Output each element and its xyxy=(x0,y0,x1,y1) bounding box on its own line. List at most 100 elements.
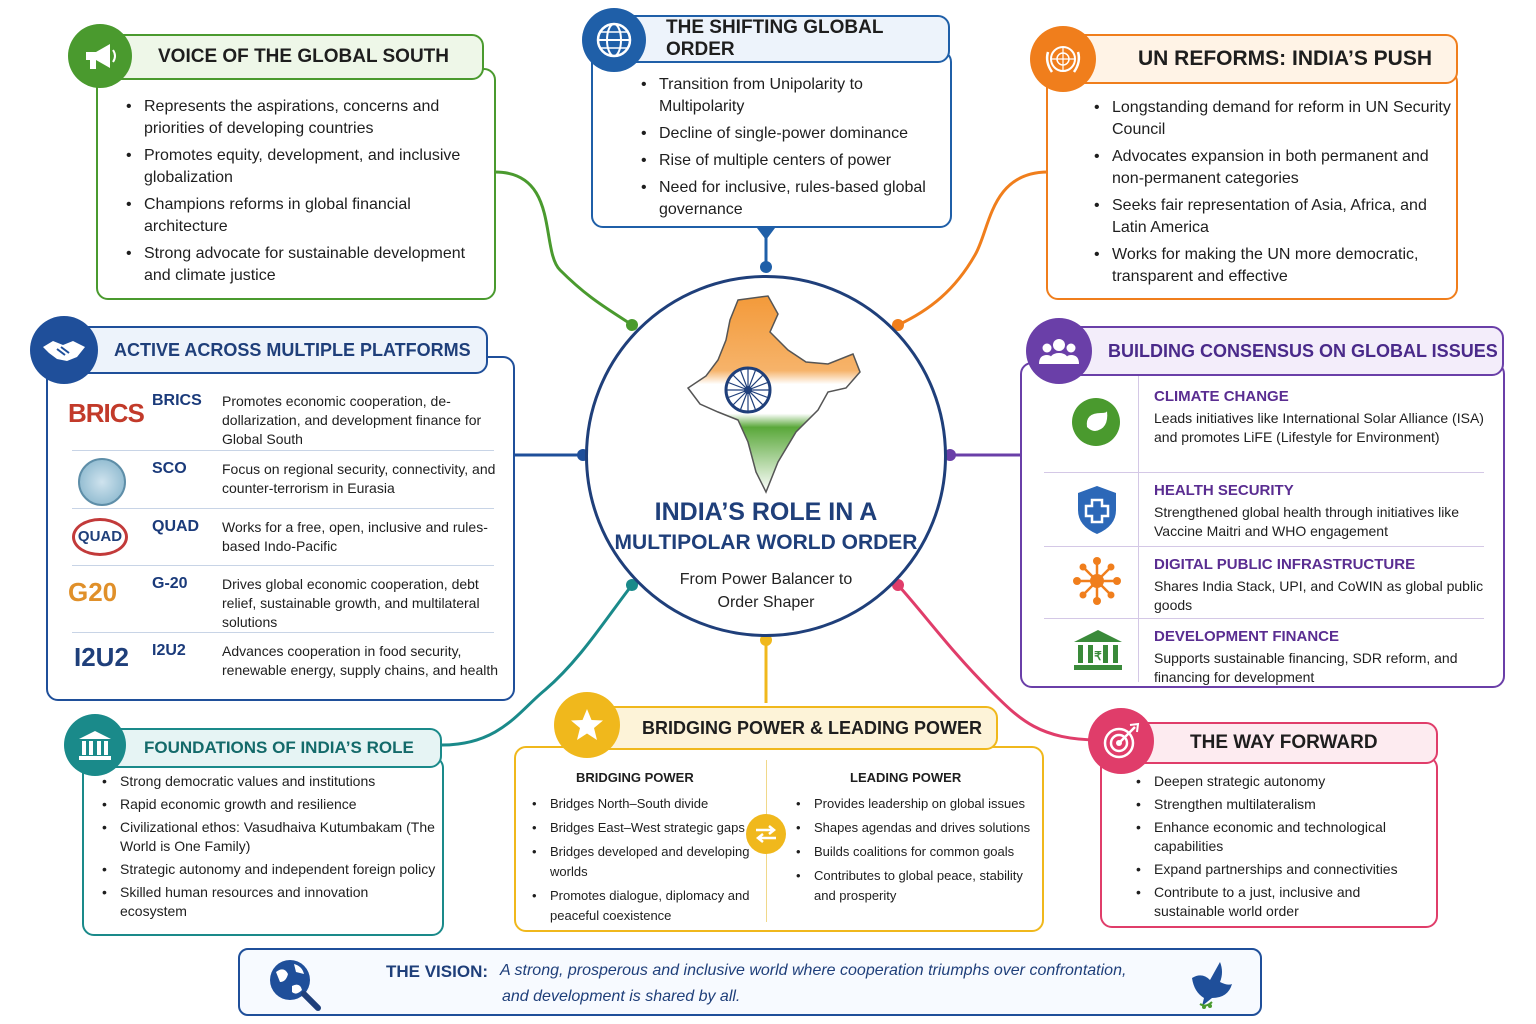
bridging-header: BRIDGING POWER & LEADING POWER xyxy=(570,706,998,750)
list-item: Need for inclusive, rules-based global g… xyxy=(637,177,942,221)
list-item: Represents the aspirations, concerns and… xyxy=(122,96,482,140)
exchange-arrows-icon xyxy=(746,814,786,854)
brics-logo: BRICS xyxy=(68,398,145,428)
handshake-icon xyxy=(30,316,98,384)
node-un-reforms xyxy=(892,319,904,331)
foundations-title: FOUNDATIONS OF INDIA’S ROLE xyxy=(144,738,414,757)
list-item: Longstanding demand for reform in UN Sec… xyxy=(1090,97,1452,141)
platforms-panel: BRICS BRICS Promotes economic cooperatio… xyxy=(46,356,515,701)
bridging-title: BRIDGING POWER & LEADING POWER xyxy=(642,717,983,738)
foundations-panel: Strong democratic values and institution… xyxy=(82,756,444,936)
vision-line1: A strong, prosperous and inclusive world… xyxy=(500,962,1127,979)
list-item: Promotes dialogue, diplomacy and peacefu… xyxy=(528,886,764,926)
bank-building-icon: ₹ xyxy=(1072,628,1124,677)
list-item: Contributes to global peace, stability a… xyxy=(792,866,1038,906)
list-item: Seeks fair representation of Asia, Afric… xyxy=(1090,195,1452,239)
platform-desc: Advances cooperation in food security, r… xyxy=(222,643,499,678)
consensus-title: HEALTH SECURITY xyxy=(1154,482,1294,499)
way-forward-list: Deepen strategic autonomy Strengthen mul… xyxy=(1132,772,1432,925)
list-item: Advocates expansion in both permanent an… xyxy=(1090,146,1452,190)
quad-logo: QUAD xyxy=(72,518,128,556)
globe-magnifier-icon xyxy=(266,956,324,1017)
list-item: Skilled human resources and innovation e… xyxy=(98,883,438,921)
shifting-order-list: Transition from Unipolarity to Multipola… xyxy=(637,74,942,226)
consensus-desc: Supports sustainable financing, SDR refo… xyxy=(1154,650,1458,685)
divider xyxy=(72,508,494,509)
list-item: Bridges East–West strategic gaps xyxy=(528,818,764,838)
un-reforms-list: Longstanding demand for reform in UN Sec… xyxy=(1090,97,1452,293)
shifting-order-title: THE SHIFTING GLOBAL ORDER xyxy=(666,17,884,60)
list-item: Builds coalitions for common goals xyxy=(792,842,1038,862)
divider xyxy=(1044,618,1484,619)
target-icon xyxy=(1088,708,1154,774)
vision-banner: THE VISION: A strong, prosperous and inc… xyxy=(238,948,1262,1016)
consensus-title: DIGITAL PUBLIC INFRASTRUCTURE xyxy=(1154,556,1416,573)
health-shield-icon xyxy=(1074,484,1120,541)
node-consensus xyxy=(944,449,956,461)
platform-row-brics: BRICS BRICS Promotes economic cooperatio… xyxy=(48,388,488,447)
list-item: Strong advocate for sustainable developm… xyxy=(122,243,482,287)
divider xyxy=(1044,546,1484,547)
platforms-title: ACTIVE ACROSS MULTIPLE PLATFORMS xyxy=(114,339,471,360)
list-item: Transition from Unipolarity to Multipola… xyxy=(637,74,942,118)
list-item: Rise of multiple centers of power xyxy=(637,150,942,172)
earth-leaf-icon xyxy=(1072,398,1120,446)
platform-name: I2U2 xyxy=(152,642,186,659)
connector-foundations xyxy=(441,584,634,747)
foundations-list: Strong democratic values and institution… xyxy=(98,772,438,925)
connector-arrow-shifting xyxy=(757,228,775,240)
list-item: Bridges North–South divide xyxy=(528,794,764,814)
consensus-row-finance: DEVELOPMENT FINANCE Supports sustainable… xyxy=(1154,628,1489,687)
global-south-list: Represents the aspirations, concerns and… xyxy=(122,96,482,292)
svg-text:₹: ₹ xyxy=(1094,649,1102,663)
platform-desc: Promotes economic cooperation, de-dollar… xyxy=(222,393,482,447)
platform-row-sco: SCO Focus on regional security, connecti… xyxy=(48,458,495,510)
platform-desc: Drives global economic cooperation, debt… xyxy=(222,576,480,630)
shifting-order-header: THE SHIFTING GLOBAL ORDER xyxy=(594,15,950,63)
consensus-panel: CLIMATE CHANGE Leads initiatives like In… xyxy=(1020,362,1505,688)
consensus-row-digital: DIGITAL PUBLIC INFRASTRUCTURE Shares Ind… xyxy=(1154,556,1489,615)
list-item: Strategic autonomy and independent forei… xyxy=(98,860,438,879)
people-group-icon xyxy=(1026,318,1092,384)
list-item: Champions reforms in global financial ar… xyxy=(122,194,482,238)
platform-name: G-20 xyxy=(152,575,188,592)
bridging-left-list: Bridges North–South divide Bridges East–… xyxy=(528,794,764,930)
platform-name: SCO xyxy=(152,460,187,477)
megaphone-icon xyxy=(68,24,132,88)
platforms-header: ACTIVE ACROSS MULTIPLE PLATFORMS xyxy=(58,326,488,374)
bridging-right-list: Provides leadership on global issues Sha… xyxy=(792,794,1038,910)
list-item: Provides leadership on global issues xyxy=(792,794,1038,814)
un-emblem-icon xyxy=(1030,26,1096,92)
consensus-header: BUILDING CONSENSUS ON GLOBAL ISSUES xyxy=(1040,326,1504,376)
parliament-building-icon xyxy=(64,714,126,776)
g20-logo: G20 xyxy=(68,577,118,607)
connector-way-forward xyxy=(896,583,1101,742)
platform-desc: Focus on regional security, connectivity… xyxy=(222,461,496,496)
node-shifting-order xyxy=(760,261,772,273)
globe-icon xyxy=(582,8,646,72)
list-item: Decline of single-power dominance xyxy=(637,123,942,145)
foundations-header: FOUNDATIONS OF INDIA’S ROLE xyxy=(90,728,442,768)
way-forward-title: THE WAY FORWARD xyxy=(1190,732,1378,753)
list-item: Strengthen multilateralism xyxy=(1132,795,1432,814)
india-map-icon xyxy=(686,295,861,494)
platform-name: BRICS xyxy=(152,392,202,409)
node-global-south xyxy=(626,319,638,331)
vision-label: THE VISION: xyxy=(386,962,489,981)
list-item: Promotes equity, development, and inclus… xyxy=(122,145,482,189)
list-item: Shapes agendas and drives solutions xyxy=(792,818,1038,838)
consensus-row-climate: CLIMATE CHANGE Leads initiatives like In… xyxy=(1154,388,1489,447)
node-foundations xyxy=(626,579,638,591)
consensus-title: DEVELOPMENT FINANCE xyxy=(1154,628,1340,645)
bridging-left-title: BRIDGING POWER xyxy=(576,770,694,785)
global-south-header: VOICE OF THE GLOBAL SOUTH xyxy=(100,34,484,80)
node-bridging xyxy=(760,634,772,646)
global-south-panel: Represents the aspirations, concerns and… xyxy=(96,68,496,300)
center-title-line2: MULTIPOLAR WORLD ORDER xyxy=(614,531,918,554)
consensus-row-health: HEALTH SECURITY Strengthened global heal… xyxy=(1154,482,1489,541)
un-reforms-header: UN REFORMS: INDIA’S PUSH xyxy=(1052,34,1458,84)
sco-logo xyxy=(78,458,126,506)
consensus-desc: Shares India Stack, UPI, and CoWIN as gl… xyxy=(1154,578,1484,613)
center-subtitle-line1: From Power Balancer to xyxy=(679,571,853,588)
list-item: Strong democratic values and institution… xyxy=(98,772,438,791)
